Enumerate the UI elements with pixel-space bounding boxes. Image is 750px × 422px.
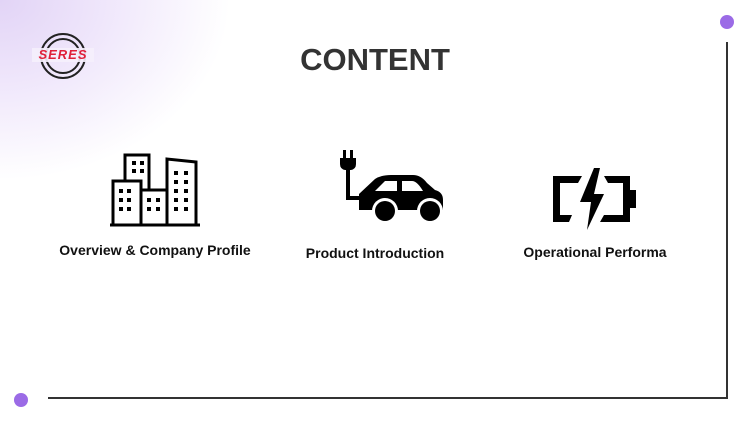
background-gradient [0,0,230,180]
decorative-dot [720,15,734,29]
logo-text: SERES [32,48,94,62]
item-label: Product Introduction [305,245,445,261]
content-item-operational[interactable]: Operational Performa [495,168,695,261]
electric-car-icon [340,150,443,224]
content-item-product[interactable]: Product Introduction [275,150,475,262]
frame-line-vertical [726,42,728,399]
content-item-overview[interactable]: Overview & Company Profile [55,152,255,259]
decorative-dot [14,393,28,407]
item-label: Operational Performa [523,244,667,260]
seres-logo: SERES [32,32,94,80]
frame-line-horizontal [48,397,728,399]
item-label: Overview & Company Profile [59,242,251,258]
buildings-icon [110,153,200,227]
page-title: CONTENT [300,42,450,77]
battery-charging-icon [553,168,636,230]
